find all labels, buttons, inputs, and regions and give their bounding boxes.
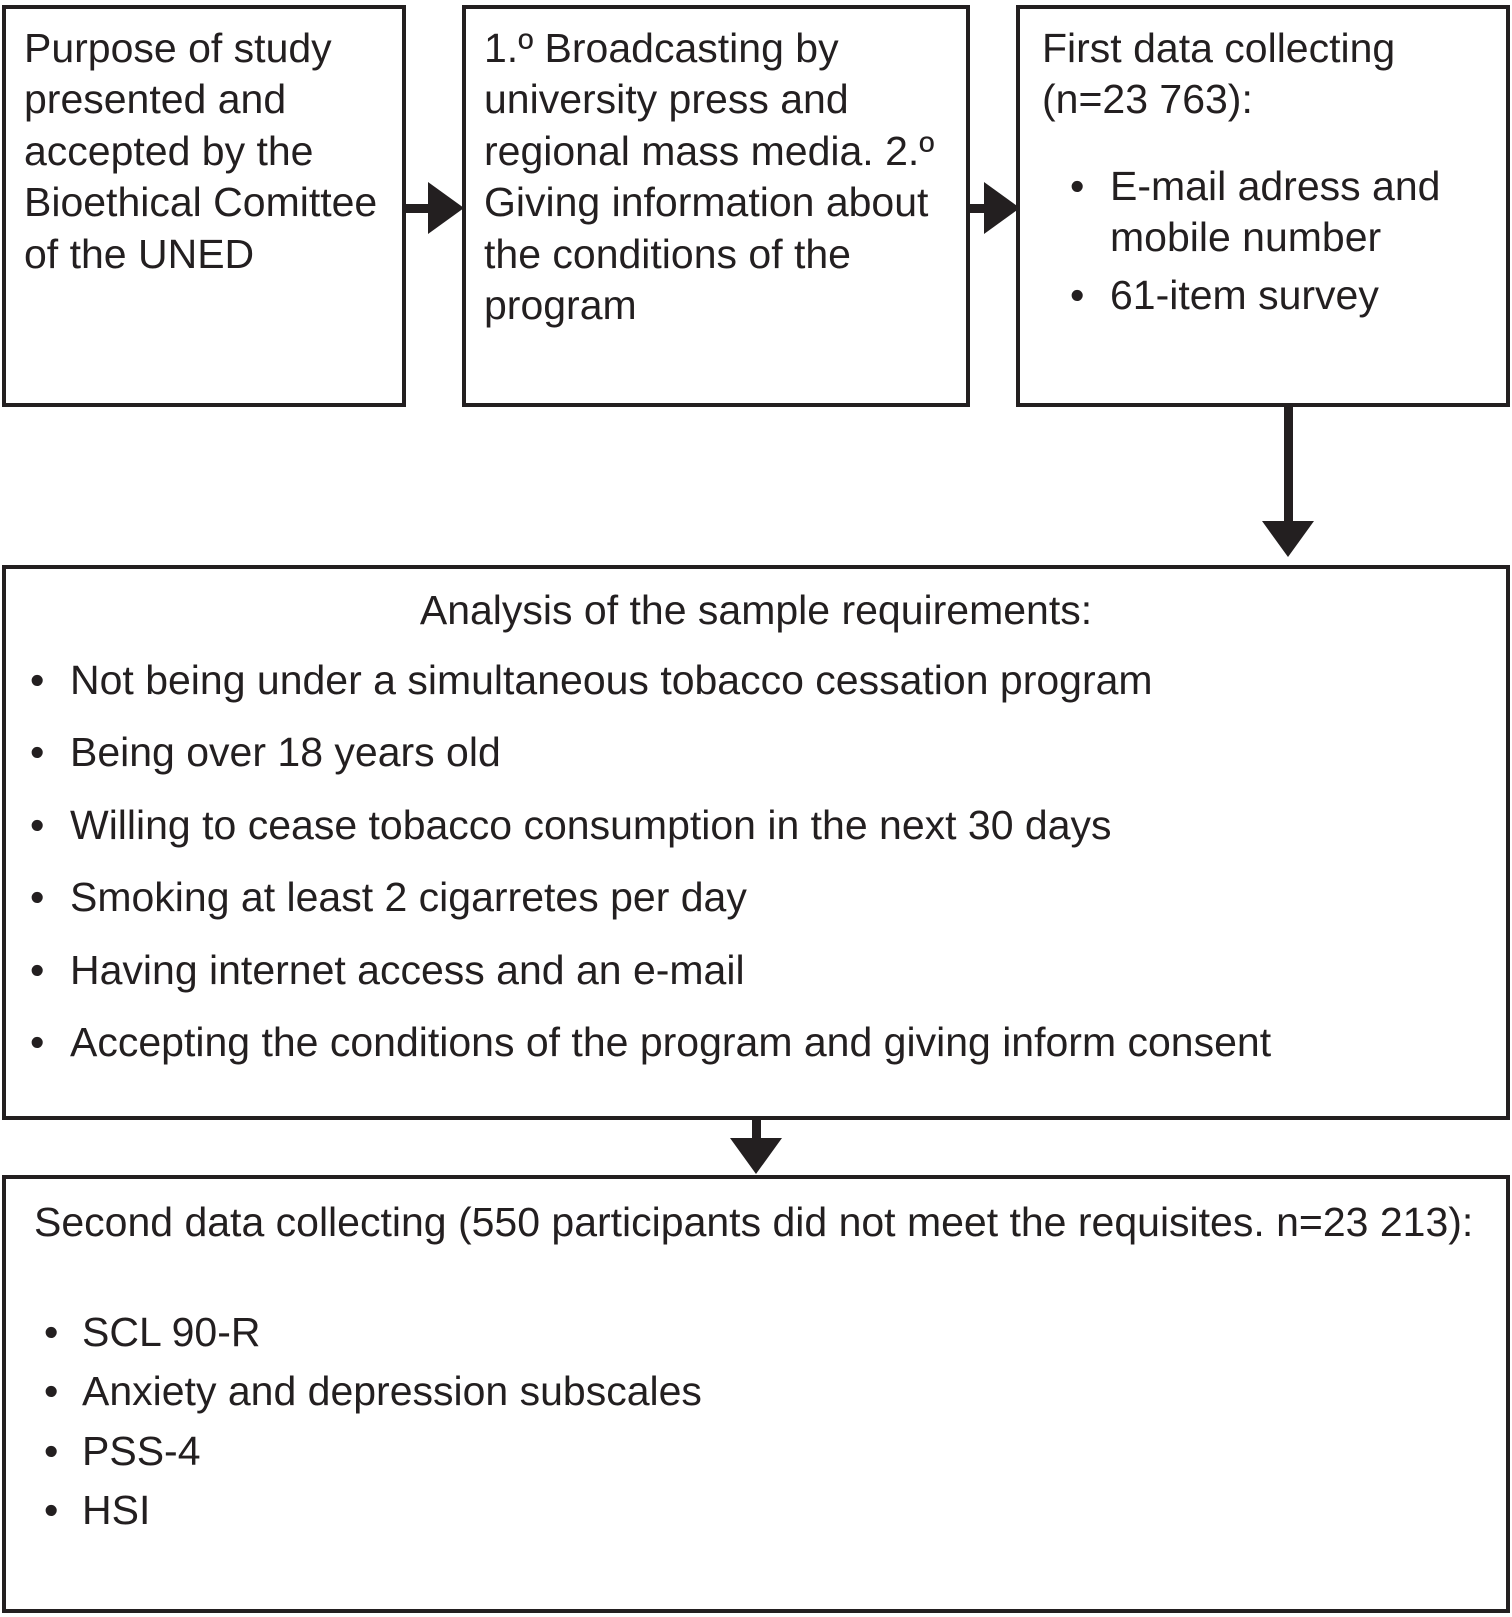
arrow-requirements-to-second-collecting [730, 1118, 782, 1178]
first-data-collecting-bullet-list: • E-mail adress and mobile number • 61-i… [1064, 161, 1504, 327]
list-item-label: Accepting the conditions of the program … [70, 1019, 1272, 1066]
node-second-data-collecting: Second data collecting (550 participants… [2, 1175, 1510, 1613]
list-item: • E-mail adress and mobile number [1064, 161, 1504, 264]
bullet-dot-icon: • [44, 1368, 59, 1415]
list-item: • Smoking at least 2 cigarretes per day [24, 872, 1494, 923]
bullet-dot-icon: • [30, 874, 45, 921]
list-item-label: 61-item survey [1110, 271, 1379, 318]
arrow-broadcasting-to-first-collecting [968, 182, 1020, 234]
bullet-dot-icon: • [30, 729, 45, 776]
bullet-dot-icon: • [44, 1487, 59, 1534]
bullet-dot-icon: • [1070, 163, 1085, 209]
list-item: • 61-item survey [1064, 270, 1504, 321]
list-item-label: Being over 18 years old [70, 729, 501, 776]
arrow-purpose-to-broadcasting [406, 182, 464, 234]
list-item: • Accepting the conditions of the progra… [24, 1017, 1494, 1068]
list-item-label: Having internet access and an e-mail [70, 946, 745, 993]
list-item: • SCL 90-R [38, 1307, 1038, 1358]
arrow-head-down-icon [1262, 521, 1314, 557]
bullet-dot-icon: • [30, 801, 45, 848]
node-second-data-collecting-heading: Second data collecting (550 participants… [34, 1199, 1474, 1245]
bullet-dot-icon: • [30, 946, 45, 993]
list-item: • Anxiety and depression subscales [38, 1366, 1038, 1417]
arrow-head-right-icon [984, 182, 1020, 234]
list-item-label: HSI [82, 1487, 151, 1534]
list-item-label: Not being under a simultaneous tobacco c… [70, 657, 1153, 703]
bullet-dot-icon: • [1070, 271, 1085, 318]
list-item: • HSI [38, 1485, 1038, 1536]
node-broadcasting-text: 1.º Broadcasting by university press and… [484, 25, 946, 329]
arrow-head-right-icon [428, 182, 464, 234]
node-first-data-collecting: First data collecting (n=23 763): • E-ma… [1016, 5, 1510, 407]
list-item: • Having internet access and an e-mail [24, 945, 1494, 996]
bullet-dot-icon: • [30, 657, 45, 703]
sample-requirements-bullet-list: • Not being under a simultaneous tobacco… [24, 655, 1494, 1090]
arrow-shaft [751, 1118, 761, 1144]
node-sample-requirements-title: Analysis of the sample requirements: [419, 587, 1093, 633]
node-purpose-of-study: Purpose of study presented and accepted … [2, 5, 406, 407]
list-item-label: SCL 90-R [82, 1309, 261, 1355]
bullet-dot-icon: • [44, 1309, 59, 1355]
list-item-label: E-mail adress and mobile number [1110, 163, 1441, 261]
list-item-label: PSS-4 [82, 1427, 201, 1474]
node-broadcasting: 1.º Broadcasting by university press and… [462, 5, 970, 407]
arrow-shaft [406, 203, 432, 213]
bullet-dot-icon: • [44, 1427, 59, 1474]
second-data-collecting-bullet-list: • SCL 90-R • Anxiety and depression subs… [38, 1307, 1038, 1545]
list-item: • Willing to cease tobacco consumption i… [24, 800, 1494, 851]
arrow-first-collecting-to-requirements [1262, 407, 1314, 559]
list-item: • Not being under a simultaneous tobacco… [24, 655, 1494, 706]
list-item: • PSS-4 [38, 1426, 1038, 1477]
bullet-dot-icon: • [30, 1019, 45, 1066]
list-item-label: Smoking at least 2 cigarretes per day [70, 874, 747, 921]
arrow-head-down-icon [730, 1138, 782, 1174]
list-item-label: Willing to cease tobacco consumption in … [70, 801, 1112, 848]
arrow-shaft [968, 203, 988, 213]
arrow-shaft [1283, 407, 1293, 527]
node-purpose-text: Purpose of study presented and accepted … [24, 25, 389, 277]
list-item: • Being over 18 years old [24, 727, 1494, 778]
node-first-data-collecting-heading: First data collecting (n=23 763): [1042, 25, 1407, 123]
list-item-label: Anxiety and depression subscales [82, 1368, 702, 1415]
node-sample-requirements: Analysis of the sample requirements: • N… [2, 565, 1510, 1120]
